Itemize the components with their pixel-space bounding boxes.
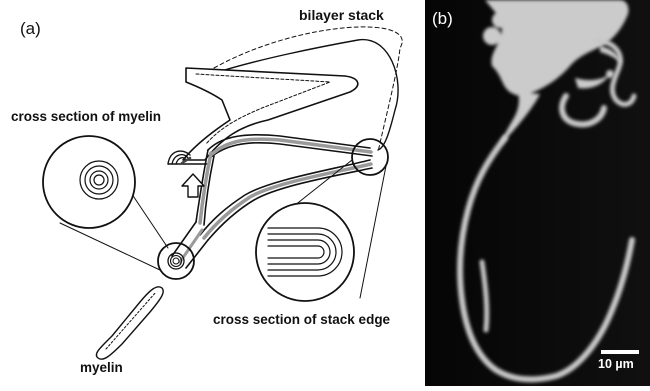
cross-section-stack-edge [256,203,354,301]
stack-edge-tube [208,135,372,158]
myelin-end-circle [158,243,194,279]
zoom-line-myelin-2 [60,223,160,270]
bilayer-stack-label: bilayer stack [299,8,384,22]
panel-a-label: (a) [20,20,41,37]
panel-b-label: (b) [432,10,453,27]
cross-section-myelin-label: cross section of myelin [11,110,161,124]
panel-b-micrograph [425,0,650,386]
cross-section-edge-label: cross section of stack edge [213,313,390,327]
panel-a-diagram [43,27,402,359]
myelin-label: myelin [80,361,123,375]
stack-edge-circle [352,139,388,175]
cross-section-myelin [43,136,135,228]
myelin-elongated [96,287,163,359]
scale-bar-label: 10 µm [598,358,634,371]
scale-bar [601,350,639,354]
zoom-line-edge-2 [360,166,386,298]
